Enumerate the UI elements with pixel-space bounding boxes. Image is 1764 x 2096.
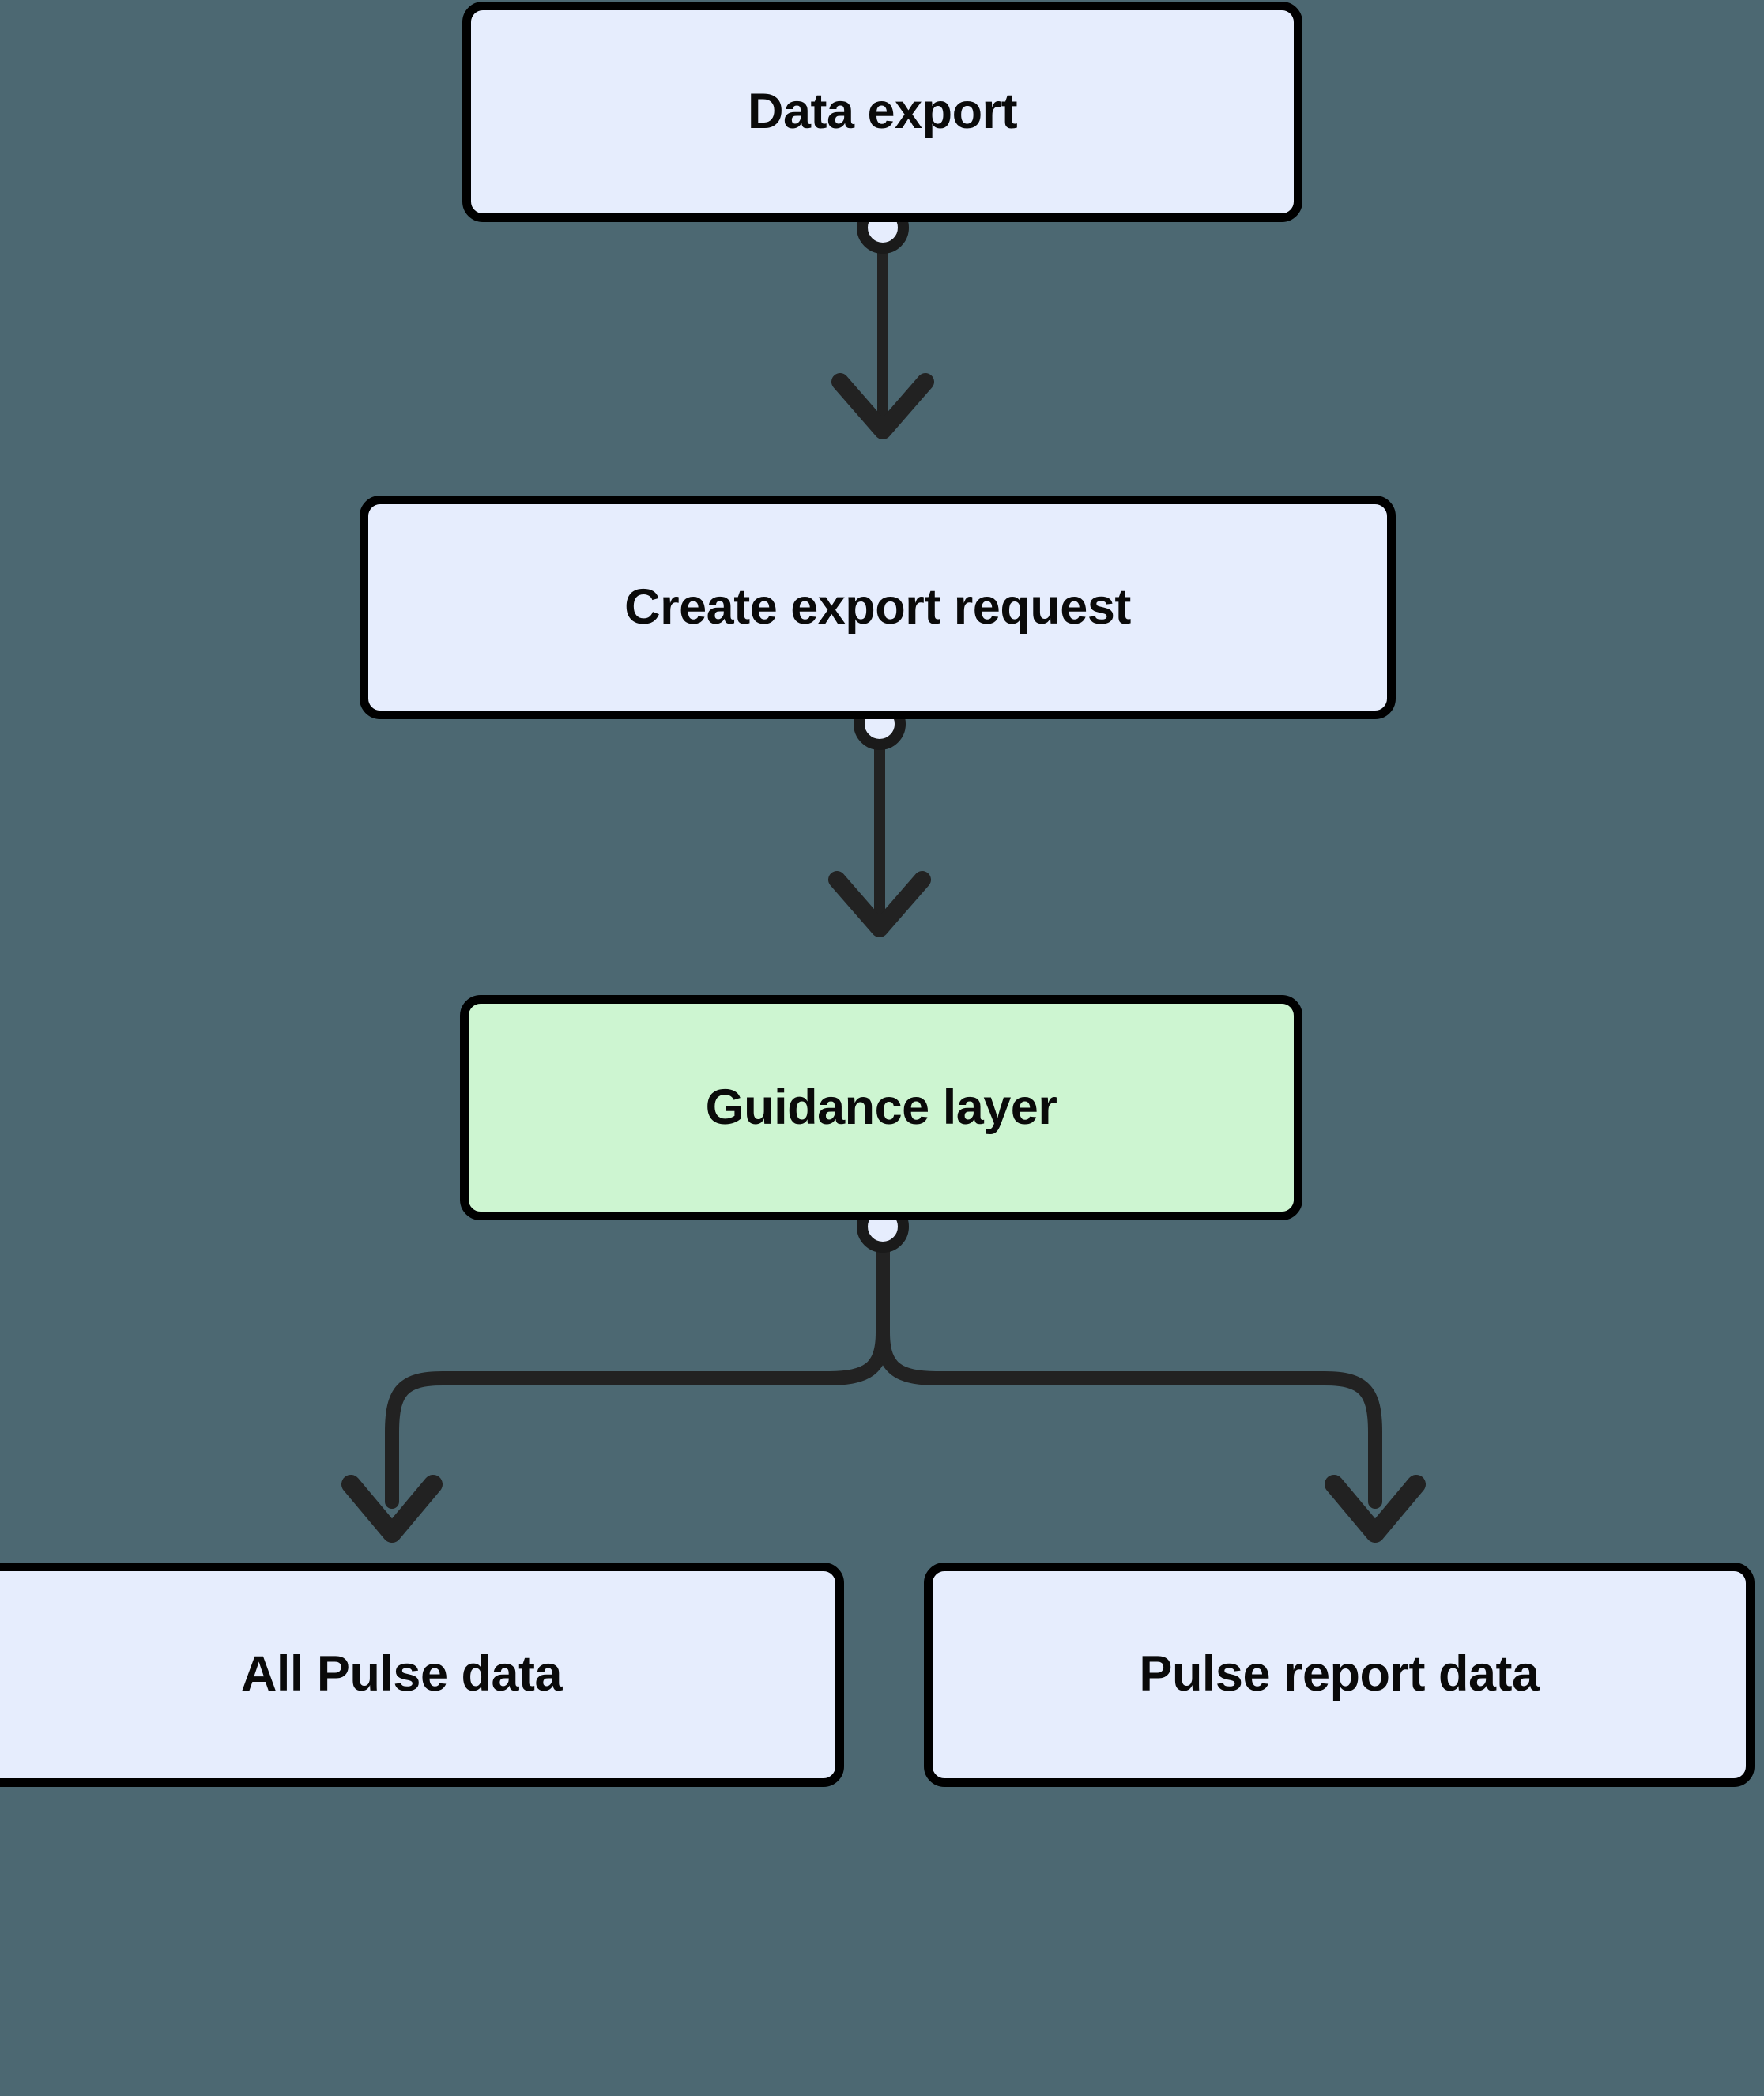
node-label: Pulse report data bbox=[1139, 1646, 1540, 1702]
node-create-export-request[interactable]: Create export request bbox=[360, 496, 1396, 719]
node-label: Create export request bbox=[624, 579, 1131, 635]
node-pulse-report-data[interactable]: Pulse report data bbox=[924, 1563, 1755, 1787]
node-all-pulse-data[interactable]: All Pulse data bbox=[0, 1563, 844, 1787]
edge-data-export-to-create-export-request bbox=[831, 222, 934, 439]
node-label: All Pulse data bbox=[240, 1646, 563, 1702]
node-data-export[interactable]: Data export bbox=[462, 2, 1302, 222]
node-guidance-layer[interactable]: Guidance layer bbox=[460, 995, 1302, 1220]
node-label: Guidance layer bbox=[705, 1079, 1057, 1135]
edge-guidance-layer-branch bbox=[341, 1220, 1426, 1543]
node-label: Data export bbox=[747, 83, 1018, 139]
edge-create-export-request-to-guidance-layer bbox=[828, 718, 931, 937]
